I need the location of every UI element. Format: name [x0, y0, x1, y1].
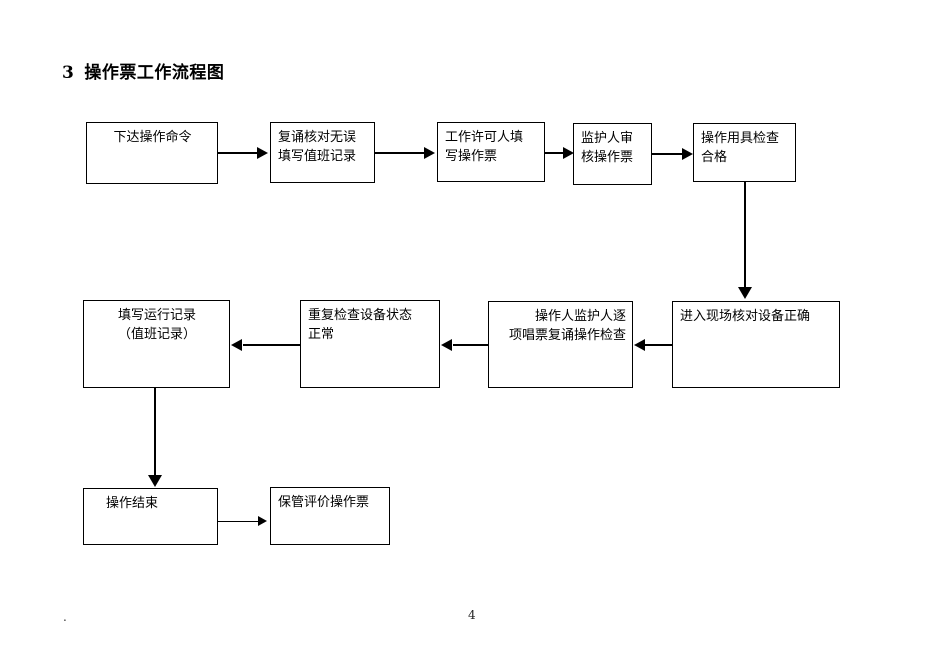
edge-n5-n6-arrowhead — [738, 287, 752, 299]
flow-node-n5-line-1: 操作用具检查 — [701, 131, 780, 146]
edge-n6-n7-line — [645, 344, 672, 346]
edge-n7-n8-arrowhead — [441, 339, 452, 351]
flow-node-n4-line-2: 核操作票 — [581, 150, 634, 165]
page-title-number: 3 — [62, 63, 75, 83]
edge-n10-n11-line — [218, 521, 260, 522]
flow-node-n2[interactable]: 复诵核对无误 填写值班记录 — [270, 122, 375, 183]
edge-n3-n4-arrowhead — [563, 147, 574, 159]
flow-node-n7[interactable]: 操作人监护人逐 项唱票复诵操作检查 — [488, 301, 633, 388]
edge-n4-n5-arrowhead — [682, 148, 693, 160]
edge-n7-n8-line — [453, 344, 488, 346]
flow-node-n7-line-2: 项唱票复诵操作检查 — [508, 328, 626, 343]
flow-node-n5-line-2: 合格 — [701, 150, 728, 165]
edge-n1-n2-arrowhead — [257, 147, 268, 159]
page-title: 3 操作票工作流程图 — [62, 58, 224, 83]
flow-node-n3-line-2: 写操作票 — [445, 149, 498, 164]
footer-page-number: 4 — [468, 608, 476, 622]
edge-n5-n6-line — [744, 182, 746, 287]
flow-node-n3-line-1: 工作许可人填 — [445, 130, 524, 145]
edge-n1-n2-line — [218, 152, 259, 154]
flow-node-n3[interactable]: 工作许可人填 写操作票 — [437, 122, 545, 182]
flow-node-n10[interactable]: 操作结束 — [83, 488, 218, 545]
edge-n6-n7-arrowhead — [634, 339, 645, 351]
flow-node-n1-line-1: 下达操作命令 — [113, 130, 192, 145]
flow-node-n10-line-1: 操作结束 — [106, 496, 159, 511]
edge-n9-n10-line — [154, 388, 156, 475]
flow-node-n8-line-2: 正常 — [308, 327, 335, 342]
edge-n2-n3-line — [375, 152, 425, 154]
flow-node-n2-line-2: 填写值班记录 — [278, 149, 357, 164]
edge-n4-n5-line — [652, 153, 684, 155]
edge-n8-n9-arrowhead — [231, 339, 242, 351]
flow-node-n4-line-1: 监护人审 — [581, 131, 634, 146]
edge-n3-n4-line — [545, 152, 565, 154]
edge-n2-n3-arrowhead — [424, 147, 435, 159]
flow-node-n9-line-2: （值班记录） — [117, 327, 196, 342]
flow-node-n8[interactable]: 重复检查设备状态 正常 — [300, 300, 440, 388]
flow-node-n6-line-1: 进入现场核对设备正确 — [680, 309, 811, 324]
flow-node-n2-line-1: 复诵核对无误 — [278, 130, 357, 145]
flow-node-n1[interactable]: 下达操作命令 — [86, 122, 218, 184]
flow-node-n11-line-1: 保管评价操作票 — [278, 495, 370, 510]
footer-mark: . — [63, 610, 67, 624]
edge-n9-n10-arrowhead — [148, 475, 162, 487]
edge-n10-n11-arrowhead — [258, 516, 267, 526]
flow-node-n9[interactable]: 填写运行记录 （值班记录） — [83, 300, 230, 388]
flow-node-n7-line-1: 操作人监护人逐 — [534, 309, 626, 324]
flow-node-n6[interactable]: 进入现场核对设备正确 — [672, 301, 840, 388]
flow-node-n11[interactable]: 保管评价操作票 — [270, 487, 390, 545]
flow-node-n9-line-1: 填写运行记录 — [117, 308, 196, 323]
flow-node-n8-line-1: 重复检查设备状态 — [308, 308, 413, 323]
flow-node-n4[interactable]: 监护人审 核操作票 — [573, 123, 652, 185]
edge-n8-n9-line — [243, 344, 300, 346]
flow-node-n5[interactable]: 操作用具检查 合格 — [693, 123, 796, 182]
page-title-text: 操作票工作流程图 — [84, 63, 225, 83]
